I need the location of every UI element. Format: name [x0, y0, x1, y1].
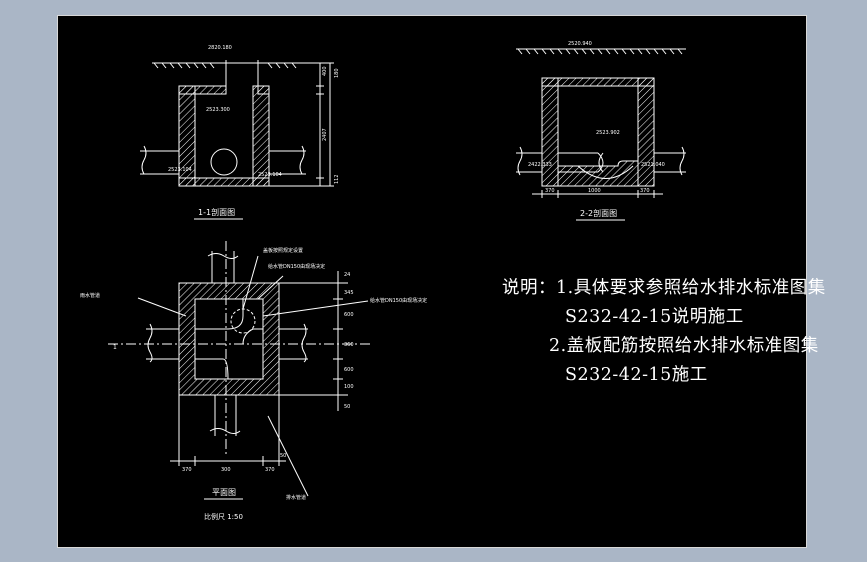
- dim-370-c: 370: [182, 467, 192, 473]
- title-2-2: 2-2剖面图: [580, 208, 617, 218]
- dim-112: 112: [334, 174, 340, 184]
- dim-360: 360: [344, 342, 354, 348]
- elev-pipe-right: 2523.104: [258, 172, 282, 178]
- dim-1000: 1000: [588, 188, 601, 194]
- dim-600: 600: [344, 312, 354, 318]
- note-line-1: 说明：1.具体要求参照给水排水标准图集: [502, 278, 826, 298]
- dim-345: 345: [344, 290, 354, 296]
- dim-1-1-label: 1: [113, 344, 117, 351]
- title-plan: 平面图: [212, 488, 236, 497]
- right-wall-2: [637, 77, 655, 187]
- elev-top-2: 2520.940: [568, 41, 592, 47]
- note-line-2: S232-42-15说明施工: [565, 307, 744, 327]
- dim-370-a: 370: [545, 188, 555, 194]
- elev-mid-1: 2523.300: [206, 107, 230, 113]
- annotation-3: 给水管DN150由现场决定: [370, 297, 427, 304]
- dim-2407: 2407: [322, 128, 328, 141]
- dim-180: 180: [334, 68, 340, 78]
- dim-600-b: 600: [344, 367, 354, 373]
- elev-pipe-left: 2523.104: [168, 167, 192, 173]
- right-wall: [252, 85, 270, 187]
- dim-50: 50: [344, 404, 350, 410]
- dim-50-b: 50: [280, 453, 286, 459]
- title-1-1: 1-1剖面图: [198, 207, 235, 217]
- elev-left-2: 2422.333: [528, 162, 552, 168]
- annotation-2: 给水管DN150由现场决定: [268, 263, 325, 270]
- dim-370-d: 370: [265, 467, 275, 473]
- elev-center-2: 2523.902: [596, 130, 620, 136]
- annotation-4: 雨水管道: [80, 292, 100, 299]
- notes-block: 说明：1.具体要求参照给水排水标准图集 S232-42-15说明施工 2.盖板配…: [502, 274, 826, 390]
- annotation-1: 盖板按照规定设置: [263, 247, 303, 254]
- section-1-1: [140, 60, 334, 187]
- section-2-2: [516, 48, 686, 198]
- dim-300: 300: [221, 467, 231, 473]
- dim-370-b: 370: [640, 188, 650, 194]
- dim-24: 24: [344, 272, 350, 278]
- elev-right-2: 2521.040: [641, 162, 665, 168]
- channel-bench: [557, 160, 639, 187]
- scale-label: 比例尺 1:50: [204, 512, 243, 521]
- base-slab: [178, 177, 270, 187]
- pipe-circle: [210, 148, 238, 176]
- cad-drawing: 2820.180 2523.300 2523.104 2523.104 400 …: [80, 41, 686, 521]
- dim-100: 100: [344, 384, 354, 390]
- dim-400: 400: [322, 66, 328, 76]
- note-line-3: 2.盖板配筋按照给水排水标准图集: [549, 336, 819, 356]
- elev-top-1: 2820.180: [208, 45, 232, 51]
- note-line-4: S232-42-15施工: [565, 365, 708, 385]
- drawing-sheet: 2820.180 2523.300 2523.104 2523.104 400 …: [57, 15, 826, 548]
- annotation-5: 排水管道: [286, 494, 306, 501]
- plan-view: [108, 241, 373, 497]
- left-wall-2: [541, 77, 559, 187]
- ground-hatch: [153, 62, 297, 69]
